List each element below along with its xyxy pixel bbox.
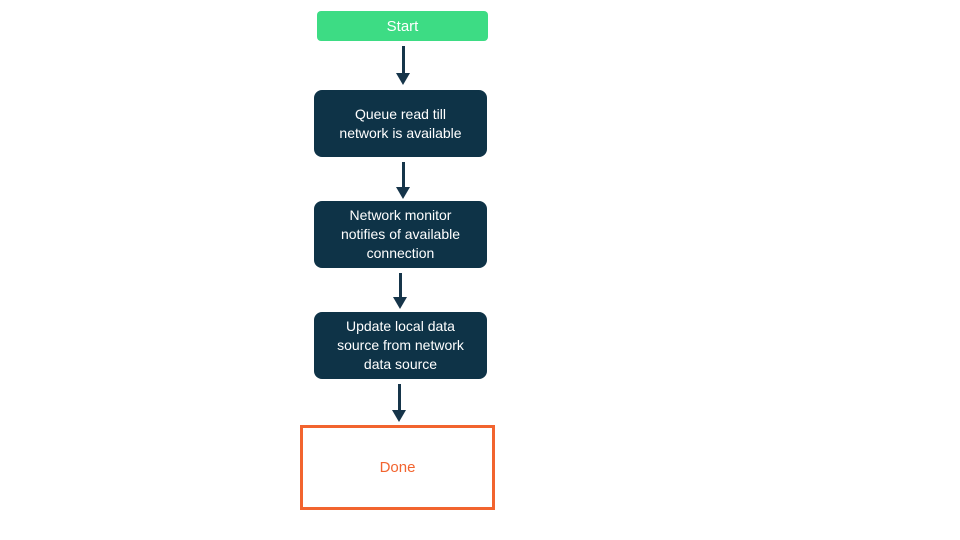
flow-node-update-local-data: Update local data source from network da… xyxy=(314,312,487,379)
arrow-line xyxy=(401,162,405,187)
flow-node-start: Start xyxy=(317,11,488,41)
arrow-head xyxy=(396,73,410,85)
flow-node-queue-read: Queue read till network is available xyxy=(314,90,487,157)
arrow-line xyxy=(398,273,402,297)
flow-node-done: Done xyxy=(300,425,495,510)
arrow-down-icon xyxy=(396,162,410,199)
arrow-down-icon xyxy=(396,46,410,85)
arrow-head xyxy=(396,187,410,199)
arrow-line xyxy=(401,46,405,73)
arrow-down-icon xyxy=(392,384,406,422)
arrow-head xyxy=(393,297,407,309)
flow-node-network-monitor: Network monitor notifies of available co… xyxy=(314,201,487,268)
arrow-line xyxy=(397,384,401,410)
arrow-head xyxy=(392,410,406,422)
arrow-down-icon xyxy=(393,273,407,309)
